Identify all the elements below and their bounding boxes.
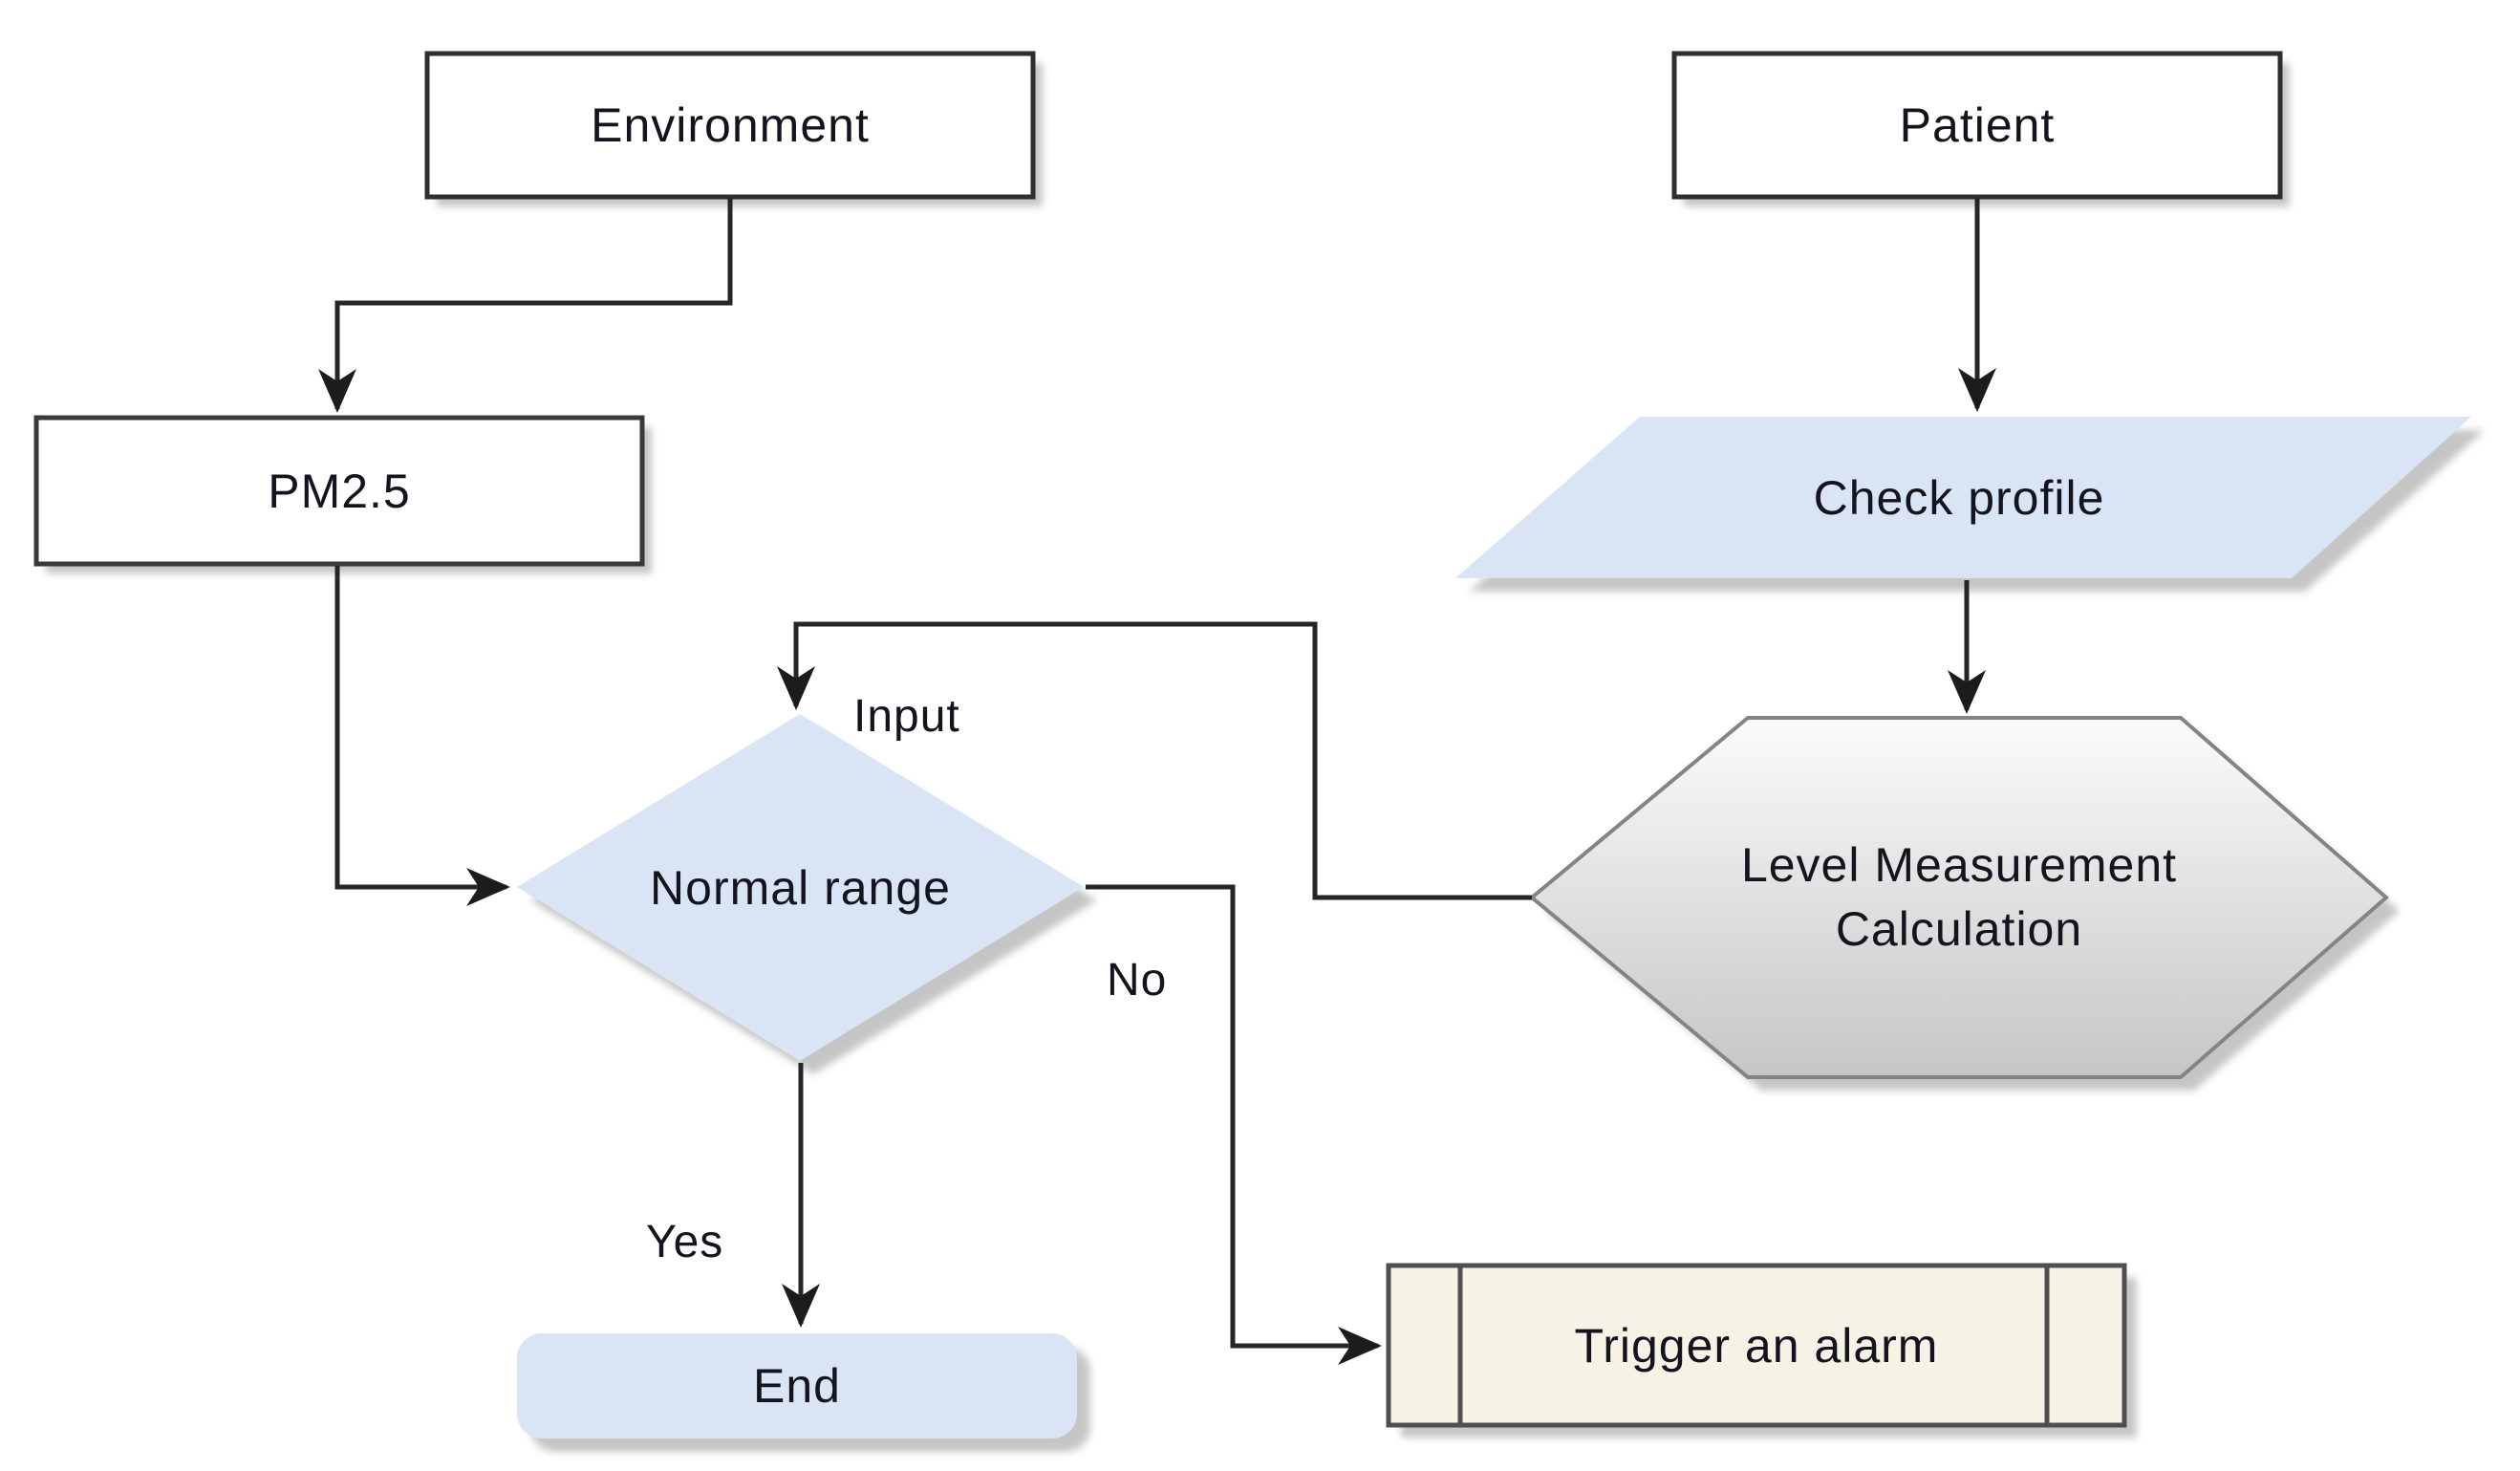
- node-environment: [424, 51, 1036, 200]
- node-patient: [1671, 51, 2283, 200]
- edge-normal-range-no-to-trigger-alarm: [1086, 884, 1382, 1365]
- node-end: [517, 1333, 1077, 1439]
- edge-environment-to-pm25: [318, 198, 733, 413]
- edge-pm25-to-normal-range: [334, 566, 510, 906]
- node-trigger-alarm: [1386, 1263, 2127, 1428]
- node-check-profile: [1455, 417, 2471, 578]
- node-normal-range: [517, 714, 1084, 1061]
- edge-level-measurement-input-to-normal-range: [777, 621, 1532, 900]
- node-pm25: [33, 415, 645, 567]
